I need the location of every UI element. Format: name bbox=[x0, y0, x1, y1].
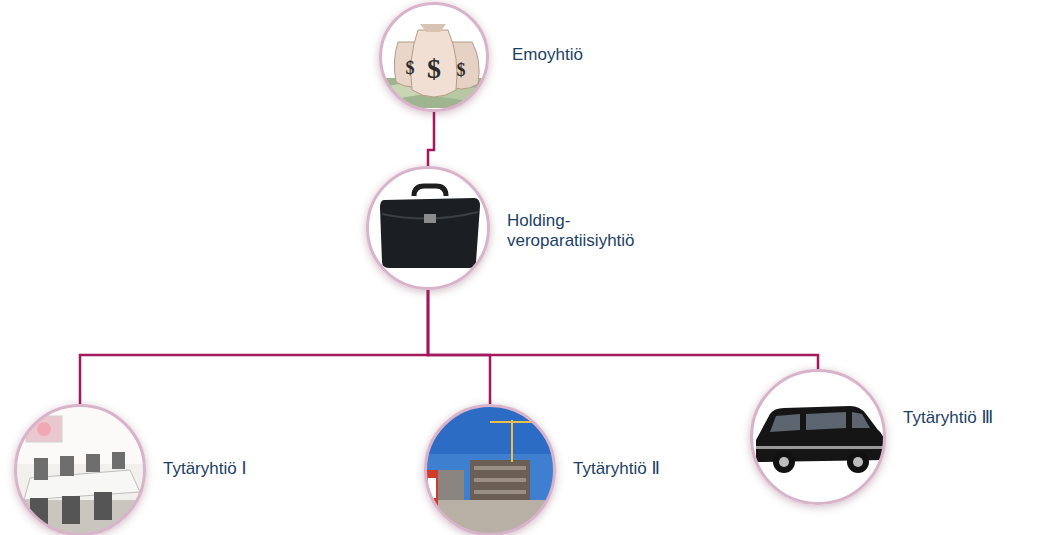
ownership-line bbox=[428, 112, 434, 166]
company-label: Holding- veroparatiisiyhtiö bbox=[507, 211, 697, 252]
company-label: Tytäryhtiö Ⅲ bbox=[903, 408, 1003, 428]
svg-text:$: $ bbox=[427, 53, 441, 84]
svg-text:$: $ bbox=[457, 60, 466, 80]
company-circle: Holding- veroparatiisiyhtiö bbox=[366, 166, 490, 290]
limousine-picture bbox=[750, 370, 886, 506]
ownership-line bbox=[428, 290, 818, 369]
ownership-line bbox=[80, 290, 428, 404]
company-label: Emoyhtiö bbox=[512, 45, 712, 65]
money-bags-picture: $ $ $ bbox=[380, 0, 490, 115]
company-label: Tytäryhtiö Ⅰ bbox=[163, 459, 343, 479]
svg-text:$: $ bbox=[406, 58, 415, 78]
meeting-room-picture bbox=[14, 404, 148, 535]
company-circle: Tytäryhtiö Ⅱ bbox=[424, 404, 556, 535]
company-circle: Tytäryhtiö Ⅲ bbox=[750, 369, 886, 505]
briefcase-picture bbox=[366, 166, 490, 290]
ownership-line bbox=[428, 290, 490, 404]
company-label: Tytäryhtiö Ⅱ bbox=[573, 459, 753, 479]
company-circle: Emoyhtiö bbox=[379, 2, 489, 112]
construction-site-picture bbox=[424, 404, 558, 535]
company-circle: Tytäryhtiö Ⅰ bbox=[14, 404, 146, 535]
